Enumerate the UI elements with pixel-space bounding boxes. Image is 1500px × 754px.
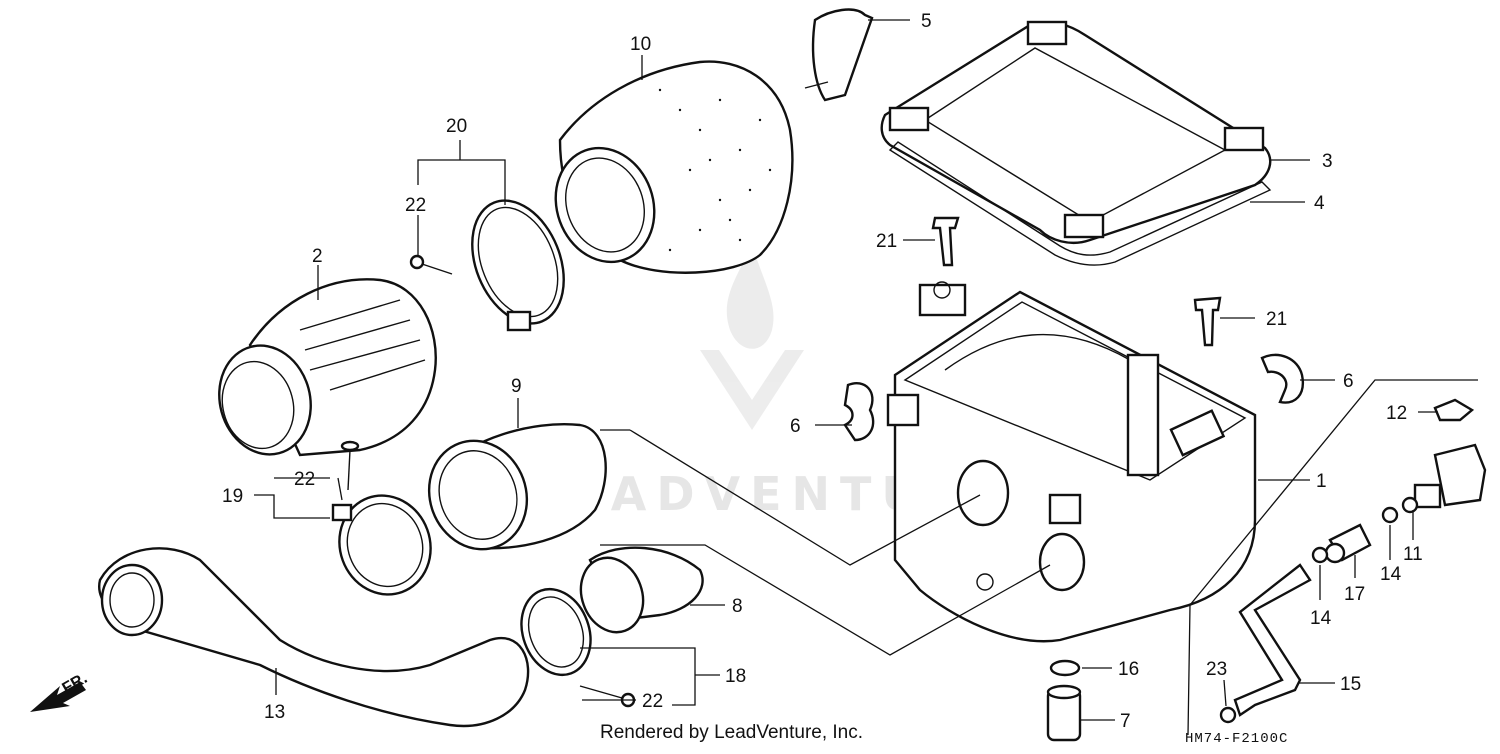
part-14-clip-upper[interactable] xyxy=(1381,506,1399,524)
part-1-cleaner-case[interactable] xyxy=(886,281,1257,643)
part-21-clip-lower[interactable] xyxy=(1193,296,1222,347)
part-15-drain-hose[interactable] xyxy=(1233,563,1312,717)
callout-22-lower: 22 xyxy=(642,691,663,712)
callout-21-lower: 21 xyxy=(1266,309,1287,330)
part-21-clip-upper[interactable] xyxy=(931,216,960,267)
callout-16: 16 xyxy=(1118,659,1139,680)
part-2-filter-cage[interactable] xyxy=(207,278,437,464)
callout-22-middle: 22 xyxy=(294,469,315,490)
part-7-plug[interactable] xyxy=(1046,684,1082,742)
callout-23: 23 xyxy=(1206,659,1227,680)
part-16-clip[interactable] xyxy=(1049,659,1081,677)
callout-19: 19 xyxy=(222,486,243,507)
callout-17: 17 xyxy=(1344,584,1365,605)
part-22-screw-lower[interactable] xyxy=(579,685,636,708)
callout-1: 1 xyxy=(1316,471,1327,492)
callout-14-left: 14 xyxy=(1310,608,1332,629)
callout-5: 5 xyxy=(921,11,932,32)
leader-lines xyxy=(254,19,1478,736)
diagram-code: HM74-F2100C xyxy=(1185,731,1288,747)
callout-10: 10 xyxy=(630,34,651,55)
callout-13: 13 xyxy=(264,702,285,723)
callout-4: 4 xyxy=(1314,193,1325,214)
part-11-drain-plug[interactable] xyxy=(1401,443,1487,514)
callout-7: 7 xyxy=(1120,711,1131,732)
callout-22-upper: 22 xyxy=(405,195,426,216)
callout-14-right: 14 xyxy=(1380,564,1402,585)
callout-18: 18 xyxy=(725,666,746,687)
callout-labels: 1 2 3 4 5 6 6 7 8 9 10 11 12 13 14 14 15… xyxy=(222,11,1423,732)
part-3-case-cover[interactable] xyxy=(880,20,1272,244)
part-9-connecting-tube[interactable] xyxy=(414,423,607,563)
credit-text: Rendered by LeadVenture, Inc. xyxy=(600,722,863,743)
part-22-screw-upper[interactable] xyxy=(409,254,453,275)
part-23-hose-clip[interactable] xyxy=(1219,706,1237,724)
part-12-pad[interactable] xyxy=(1433,398,1475,422)
part-20-band[interactable] xyxy=(455,187,581,337)
part-8-joint[interactable] xyxy=(571,546,704,641)
callout-11: 11 xyxy=(1403,544,1423,565)
callout-6-left: 6 xyxy=(790,416,801,437)
front-direction-arrow: FR. xyxy=(30,670,90,712)
part-10-air-filter[interactable] xyxy=(540,60,794,276)
callout-15: 15 xyxy=(1340,674,1361,695)
watermark-logo xyxy=(700,245,804,430)
callout-9: 9 xyxy=(511,376,522,397)
part-5-clip[interactable] xyxy=(804,8,874,102)
part-17-fitting[interactable] xyxy=(1324,523,1372,564)
callout-6-right: 6 xyxy=(1343,371,1354,392)
callout-20: 20 xyxy=(446,116,467,137)
callout-3: 3 xyxy=(1322,151,1333,172)
callout-2: 2 xyxy=(312,246,323,267)
part-6-clamp-right[interactable] xyxy=(1260,353,1305,404)
callout-21-upper: 21 xyxy=(876,231,897,252)
part-22-screw-middle[interactable] xyxy=(340,440,360,491)
part-4-gasket[interactable] xyxy=(888,141,1272,266)
part-19-band[interactable] xyxy=(326,483,445,608)
part-6-clamp-left[interactable] xyxy=(843,382,875,442)
callout-8: 8 xyxy=(732,596,743,617)
part-13-intake-duct[interactable] xyxy=(98,547,530,728)
callout-12: 12 xyxy=(1386,403,1407,424)
part-18-band[interactable] xyxy=(510,579,602,684)
part-14-clip-lower[interactable] xyxy=(1311,546,1329,564)
